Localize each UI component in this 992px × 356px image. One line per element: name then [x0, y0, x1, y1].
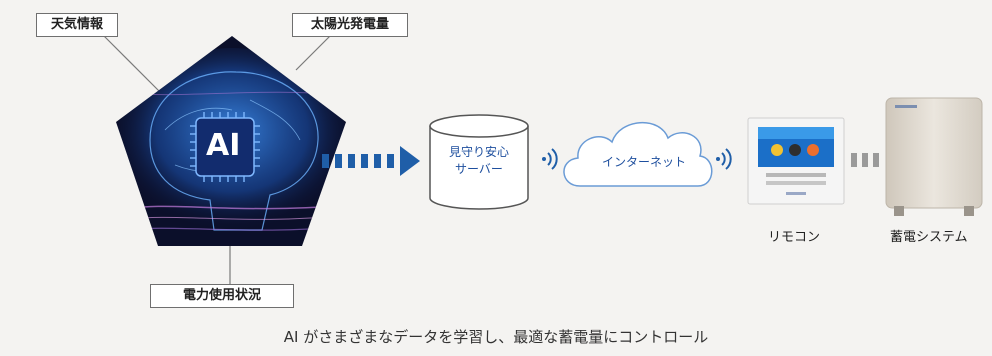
signal-icon-remote	[716, 148, 732, 170]
remote-storage-link	[851, 153, 879, 167]
server-label: 見守り安心 サーバー	[430, 144, 528, 178]
input-weather-label: 天気情報	[36, 13, 118, 37]
input-solar-label: 太陽光発電量	[292, 13, 408, 37]
server-label-line1: 見守り安心	[448, 145, 509, 159]
data-flow-arrow	[322, 146, 420, 176]
signal-icon-server	[542, 148, 558, 170]
ai-pentagon	[116, 36, 346, 246]
ai-chip-label: AI	[206, 128, 241, 163]
connector-weather	[103, 35, 161, 93]
connector-solar	[295, 35, 331, 71]
server-cylinder	[429, 114, 529, 210]
storage-unit	[885, 97, 983, 216]
remote-controller	[747, 117, 845, 205]
input-usage-label: 電力使用状況	[150, 284, 294, 308]
internet-label: インターネット	[601, 155, 686, 169]
internet-cloud	[563, 122, 713, 187]
diagram-caption: AI がさまざまなデータを学習し、最適な蓄電量にコントロール	[283, 328, 709, 346]
remote-label: リモコン	[768, 230, 821, 245]
server-label-line2: サーバー	[455, 162, 503, 176]
storage-label: 蓄電システム	[890, 230, 968, 245]
